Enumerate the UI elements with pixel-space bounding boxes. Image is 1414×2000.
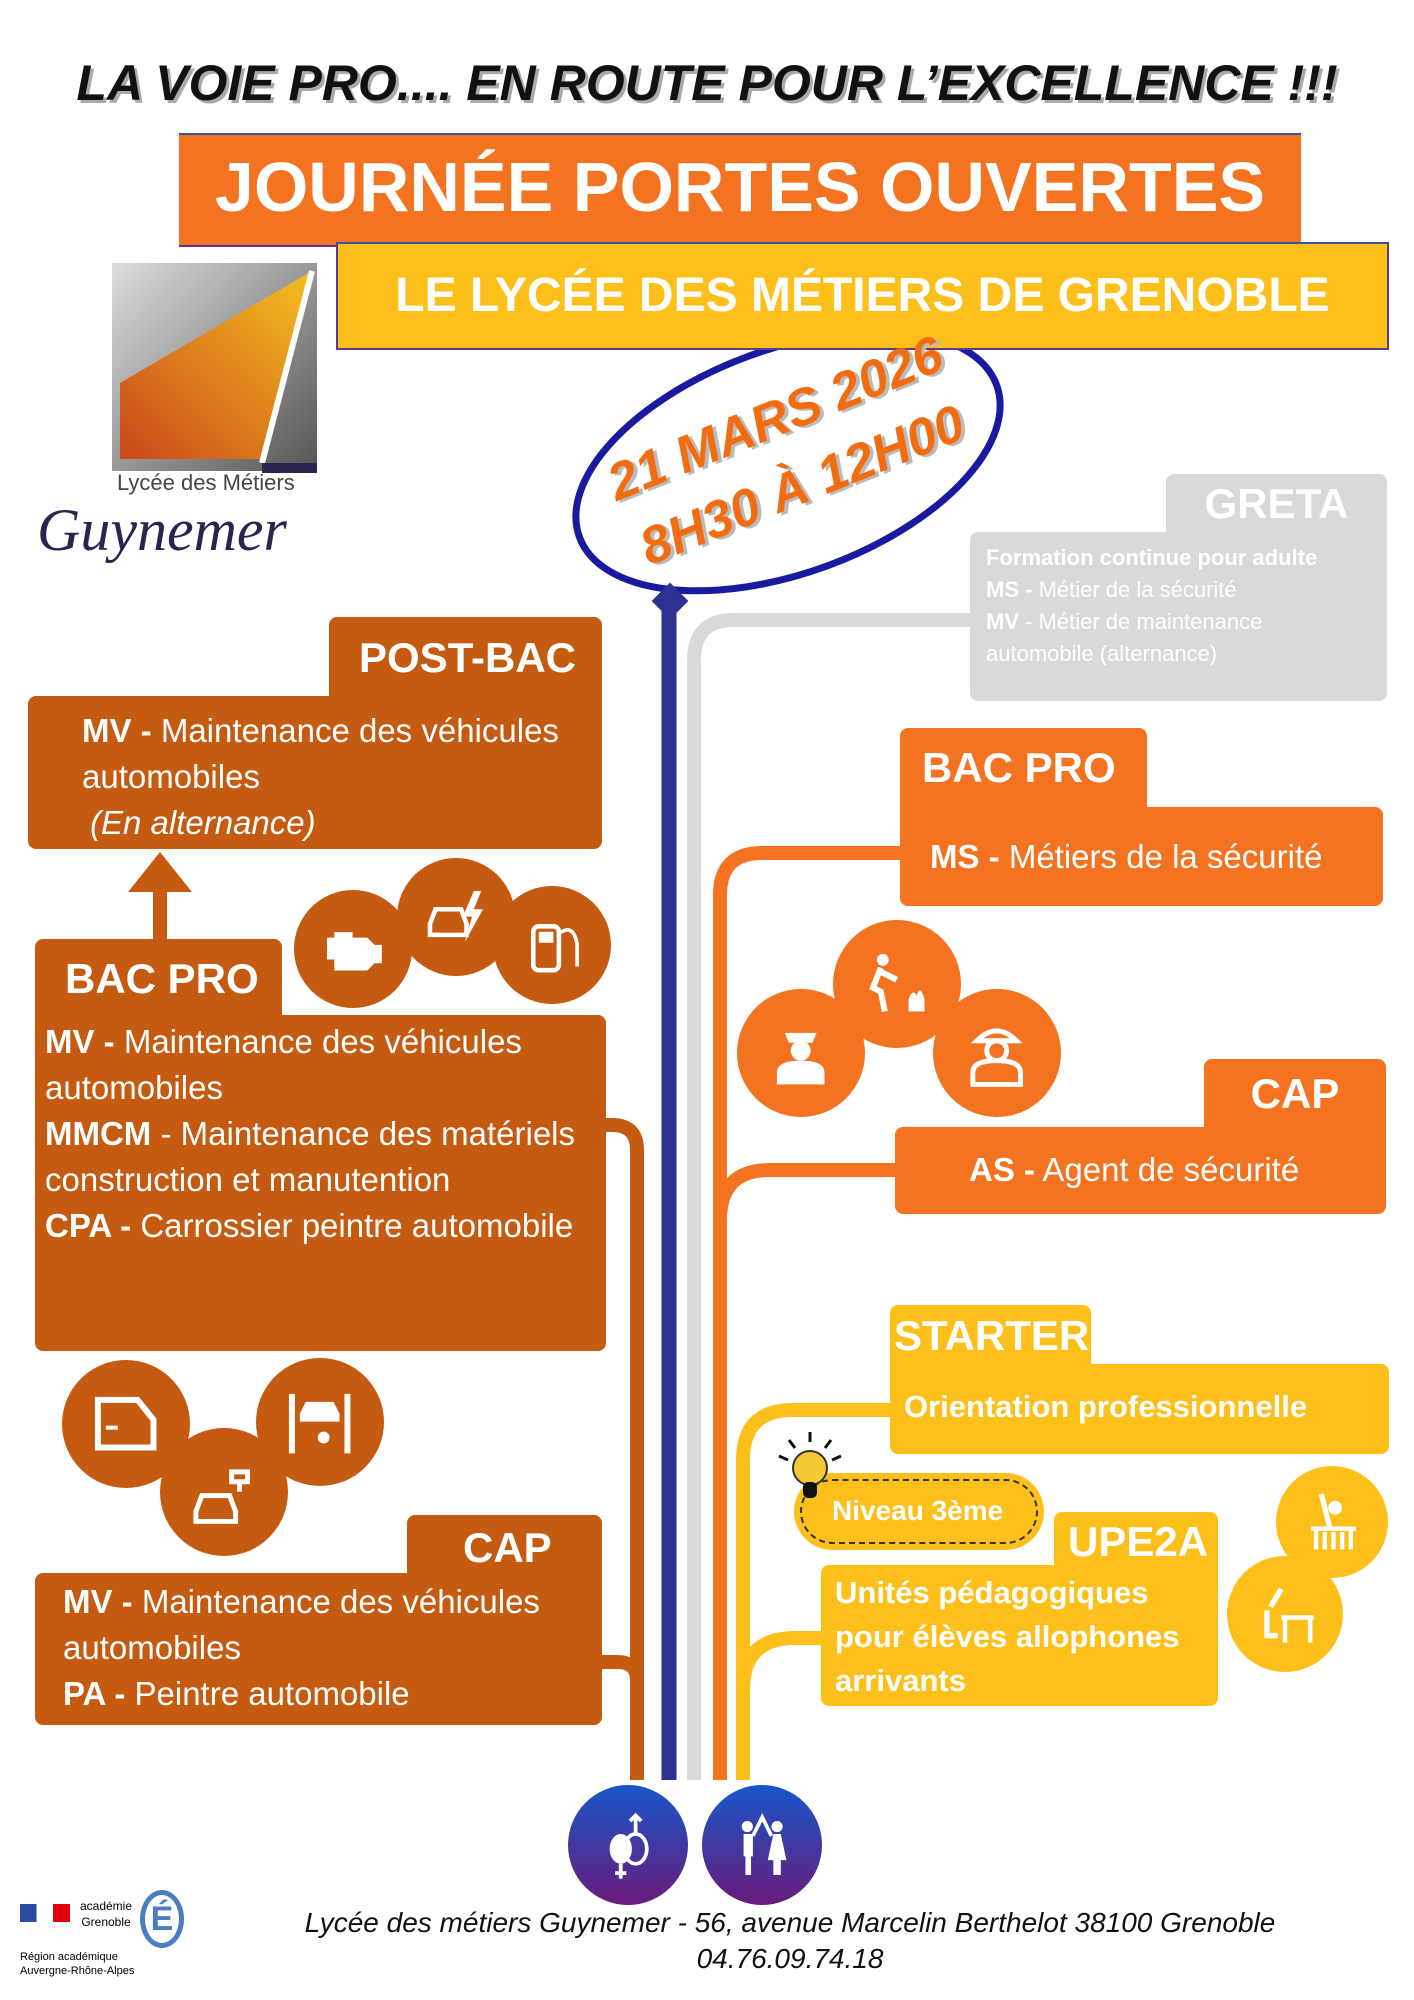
footer-address: Lycée des métiers Guynemer - 56, avenue …	[304, 1907, 1276, 1938]
starter-title: STARTER	[890, 1305, 1091, 1367]
firefighter-icon	[933, 989, 1061, 1117]
upe2a-box: Unités pédagogiques pour élèves allophon…	[821, 1565, 1218, 1706]
lightbulb-icon	[778, 1432, 842, 1498]
level-label: Niveau 3ème	[800, 1479, 1038, 1544]
program-code: PA -	[63, 1675, 126, 1712]
footer-contact: Lycée des métiers Guynemer - 56, avenue …	[190, 1905, 1390, 1977]
academie-logo: académie Grenoble É Région académique Au…	[20, 1890, 190, 1980]
program-label: Métiers de la sécurité	[999, 838, 1323, 875]
date-ellipse	[572, 327, 1004, 595]
program-label: Maintenance des véhicules automobiles	[63, 1583, 540, 1666]
engine-icon	[294, 890, 412, 1008]
tagline: LA VOIE PRO.... EN ROUTE POUR L’EXCELLEN…	[76, 55, 1338, 111]
greta-item: Métier de la sécurité	[1032, 577, 1237, 602]
right-cap-box: AS - Agent de sécurité	[895, 1127, 1386, 1214]
orange-line	[713, 846, 902, 1780]
program-code: MMCM	[45, 1115, 152, 1152]
greta-code: MS -	[986, 577, 1033, 602]
car-lift-icon	[256, 1358, 384, 1486]
program-label: Maintenance des véhicules automobiles	[45, 1023, 522, 1106]
program-label: Carrossier peintre automobile	[131, 1207, 574, 1244]
academie-label: académie Grenoble	[79, 1899, 133, 1929]
diamond-marker	[651, 582, 689, 620]
people-high-five-icon	[702, 1785, 822, 1905]
banner-school: LE LYCÉE DES MÉTIERS DE GRENOBLE	[336, 242, 1389, 350]
school-logo: Lycée des Métiers Guynemer	[32, 263, 332, 573]
upe2a-label: Unités pédagogiques pour élèves allophon…	[835, 1575, 1180, 1698]
program-code: CPA -	[45, 1207, 132, 1244]
program-label: Maintenance des véhicules automobiles	[82, 712, 559, 795]
greta-item: - Métier de maintenance automobile (alte…	[986, 609, 1263, 666]
left-bacpro-title: BAC PRO	[35, 939, 282, 1019]
dark-orange-line	[602, 1118, 644, 1780]
greta-title: GRETA	[1166, 474, 1387, 534]
program-code: MV -	[82, 712, 152, 749]
greta-line1: Formation continue pour adulte	[986, 545, 1318, 570]
right-bacpro-box: MS - Métiers de la sécurité	[900, 807, 1383, 906]
arrow-head	[128, 852, 192, 892]
logo-line1: Lycée des Métiers	[117, 470, 295, 495]
program-label: Agent de sécurité	[1035, 1151, 1300, 1188]
yellow-line	[736, 1403, 892, 1780]
left-cap-box: MV - Maintenance des véhicules automobil…	[35, 1573, 602, 1725]
right-bacpro-title: BAC PRO	[900, 728, 1147, 810]
logo-line2: Guynemer	[37, 497, 287, 563]
postbac-box: MV - Maintenance des véhicules automobil…	[28, 696, 602, 849]
left-cap-title: CAP	[407, 1515, 602, 1577]
student-at-desk-icon	[1227, 1556, 1343, 1672]
academie-e-letter: É	[140, 1890, 184, 1948]
program-code: MV -	[63, 1583, 133, 1620]
program-label: Peintre automobile	[125, 1675, 410, 1712]
program-code: MV -	[45, 1023, 115, 1060]
upe2a-title: UPE2A	[1054, 1512, 1218, 1568]
program-code: MS -	[930, 838, 1000, 875]
starter-label: Orientation professionnelle	[904, 1389, 1308, 1424]
greta-box: Formation continue pour adulte MS - Méti…	[970, 532, 1387, 701]
region-label: Région académique Auvergne-Rhône-Alpes	[20, 1951, 135, 1977]
gender-equality-icon	[568, 1785, 688, 1905]
footer-phone: 04.76.09.74.18	[696, 1943, 884, 1974]
program-label: - Maintenance des matériels construction…	[45, 1115, 576, 1198]
logo-emblem	[112, 263, 317, 473]
right-cap-title: CAP	[1204, 1059, 1386, 1129]
left-bacpro-box: MV - Maintenance des véhicules automobil…	[35, 1015, 606, 1351]
program-code: AS -	[969, 1151, 1035, 1188]
postbac-title: POST-BAC	[329, 617, 602, 699]
postbac-note: (En alternance)	[90, 804, 316, 841]
diagnostic-tool-icon	[493, 886, 611, 1004]
level-badge: Niveau 3ème	[794, 1473, 1044, 1550]
banner-open-day: JOURNÉE PORTES OUVERTES	[179, 133, 1301, 247]
starter-box: Orientation professionnelle	[890, 1364, 1389, 1454]
greta-code: MV	[986, 609, 1019, 634]
grey-line	[687, 613, 972, 1780]
republique-flag	[20, 1904, 70, 1922]
